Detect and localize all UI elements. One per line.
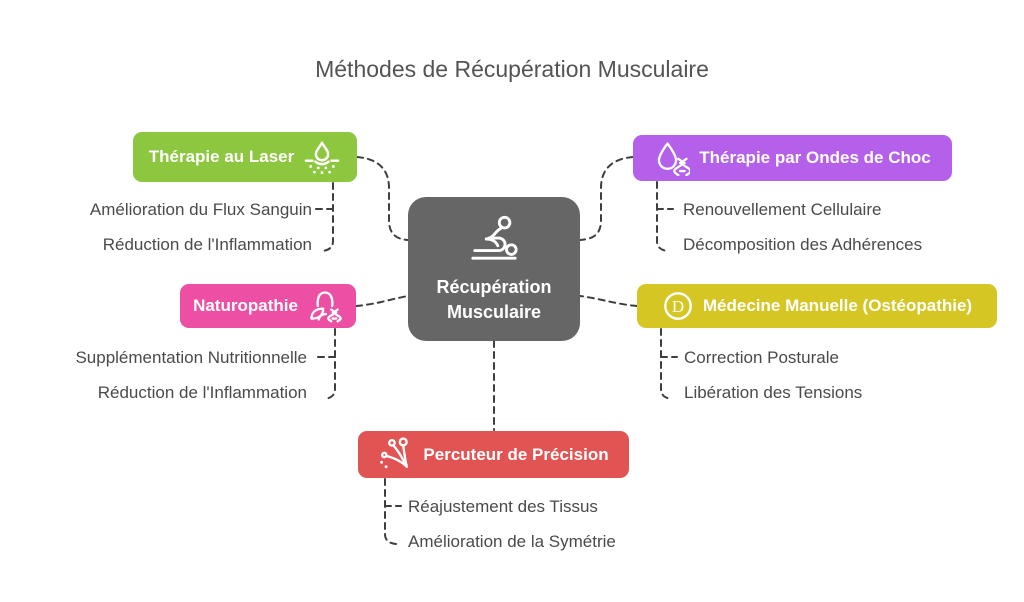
center-node-recuperation[interactable]: Récupération Musculaire <box>408 197 580 341</box>
connector-ondes-items <box>656 181 669 252</box>
connector-percut-items <box>384 478 397 545</box>
nerve-percussion-icon <box>378 436 414 473</box>
person-leaf-dna-icon <box>307 288 343 324</box>
sub-item-naturopathie-2: Réduction de l'Inflammation <box>97 383 307 402</box>
branch-label-ondes: Thérapie par Ondes de Choc <box>699 148 931 167</box>
branch-label-naturopathie: Naturopathie <box>193 296 298 315</box>
sub-item-naturopathie-1: Supplémentation Nutritionnelle <box>75 348 307 367</box>
branch-node-osteopathie[interactable]: D Médecine Manuelle (Ostéopathie) <box>637 284 997 328</box>
branch-label-percuteur: Percuteur de Précision <box>423 444 609 464</box>
branch-label-osteopathie: Médecine Manuelle (Ostéopathie) <box>702 296 973 315</box>
branch-node-ondes[interactable]: Thérapie par Ondes de Choc <box>633 135 952 181</box>
circled-d-icon: D <box>662 290 694 322</box>
sub-item-osteopathie-2: Libération des Tensions <box>684 383 863 402</box>
branch-node-naturopathie[interactable]: Naturopathie <box>180 284 356 328</box>
sub-item-laser-1: Amélioration du Flux Sanguin <box>89 200 312 219</box>
branch-node-laser[interactable]: Thérapie au Laser <box>133 132 357 182</box>
droplet-dna-icon <box>654 140 691 176</box>
connector-naturo-center <box>355 295 409 307</box>
svg-text:D: D <box>672 297 684 316</box>
sub-item-percuteur-1: Réajustement des Tissus <box>408 497 598 516</box>
connector-osteo-items <box>660 328 673 400</box>
connector-laser-center <box>356 156 409 241</box>
diagram-title: Méthodes de Récupération Musculaire <box>315 56 709 82</box>
sub-item-laser-2: Réduction de l'Inflammation <box>102 235 312 254</box>
connector-ondes-center <box>579 156 634 241</box>
connector-laser-items <box>321 182 334 252</box>
laser-skin-icon <box>303 140 341 174</box>
connector-naturo-items <box>323 328 336 400</box>
sub-item-ondes-1: Renouvellement Cellulaire <box>683 200 882 219</box>
branch-label-laser: Thérapie au Laser <box>148 147 295 166</box>
sub-item-percuteur-2: Amélioration de la Symétrie <box>408 532 616 551</box>
branch-node-percuteur[interactable]: Percuteur de Précision <box>358 431 629 478</box>
sub-item-ondes-2: Décomposition des Adhérences <box>683 235 923 254</box>
connector-osteo-center <box>579 295 638 307</box>
sub-item-osteopathie-1: Correction Posturale <box>684 348 839 367</box>
center-node-label: Récupération Musculaire <box>436 277 552 322</box>
massage-icon <box>465 214 523 269</box>
